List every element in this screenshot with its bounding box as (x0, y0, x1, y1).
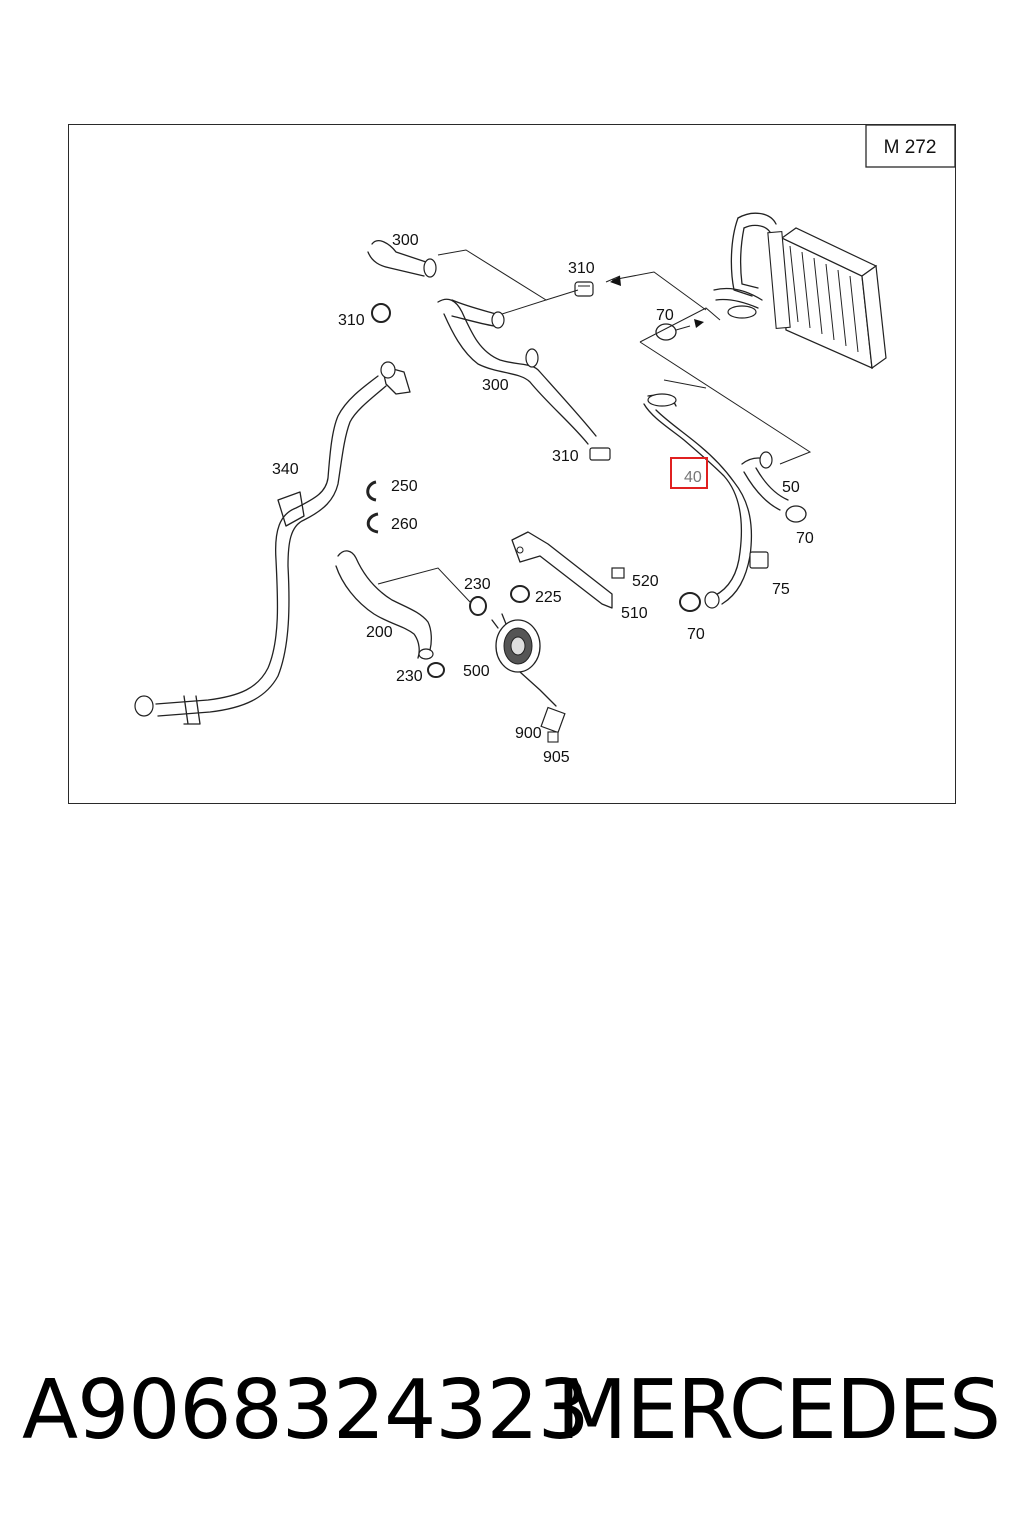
callout-310-top: 310 (568, 260, 595, 277)
clamp-230-lower (427, 662, 445, 678)
callout-70-top: 70 (656, 307, 674, 324)
clamp-225 (510, 585, 530, 603)
hose-340 (155, 375, 387, 717)
callout-510: 510 (621, 605, 648, 622)
parts-diagram: M 272 (134, 124, 956, 766)
clamp-70-right (785, 505, 807, 523)
callout-500: 500 (463, 663, 490, 680)
brand-name: MERCEDES (556, 1363, 1001, 1458)
clip-520 (611, 567, 625, 579)
callout-200: 200 (366, 624, 393, 641)
callout-310-left: 310 (338, 312, 365, 329)
callout-70-bottom: 70 (687, 626, 705, 643)
diagram-frame (68, 124, 956, 804)
heater-pipe-lower (713, 287, 763, 309)
callout-75: 75 (772, 581, 790, 598)
hose-300-lower (437, 298, 597, 445)
engine-tag-box (865, 124, 956, 168)
aux-water-pump (491, 613, 557, 707)
part-number: A9068324323 (22, 1363, 590, 1458)
clamp-310-left (371, 303, 391, 323)
heater-pipe-upper (737, 212, 777, 233)
callout-520: 520 (632, 573, 659, 590)
callout-310-mid: 310 (552, 448, 579, 465)
connector-900 (540, 706, 566, 734)
callout-300-mid: 300 (482, 377, 509, 394)
callout-250: 250 (391, 478, 418, 495)
connector-905 (547, 731, 559, 743)
callout-230-lower: 230 (396, 668, 423, 685)
hose-300-upper (367, 240, 427, 277)
clamp-70-bottom (679, 592, 701, 612)
clip-260 (366, 512, 379, 534)
engine-tag: M 272 (884, 137, 937, 158)
callout-70-right: 70 (796, 530, 814, 547)
callout-40: 40 (684, 469, 702, 486)
callout-905: 905 (543, 749, 570, 766)
clamp-70-top (655, 323, 691, 341)
callout-labels: 300 310 310 70 300 310 340 250 260 40 50… (272, 232, 814, 766)
clip-250 (366, 480, 377, 502)
callout-900: 900 (515, 725, 542, 742)
bracket-510 (511, 531, 613, 609)
highlight-box-40 (670, 457, 708, 489)
clamp-75 (749, 551, 769, 569)
clamp-310-top (574, 281, 594, 297)
clamp-310-mid (589, 447, 611, 461)
callout-50: 50 (782, 479, 800, 496)
clamp-230-upper (469, 596, 487, 616)
callout-300-top: 300 (392, 232, 419, 249)
hose-40 (643, 394, 753, 605)
hose-200 (335, 550, 432, 659)
callout-225: 225 (535, 589, 562, 606)
callout-230-upper: 230 (464, 576, 491, 593)
leader-lines (377, 249, 812, 603)
heater-core (767, 227, 887, 370)
callout-340: 340 (272, 461, 299, 478)
callout-260: 260 (391, 516, 418, 533)
